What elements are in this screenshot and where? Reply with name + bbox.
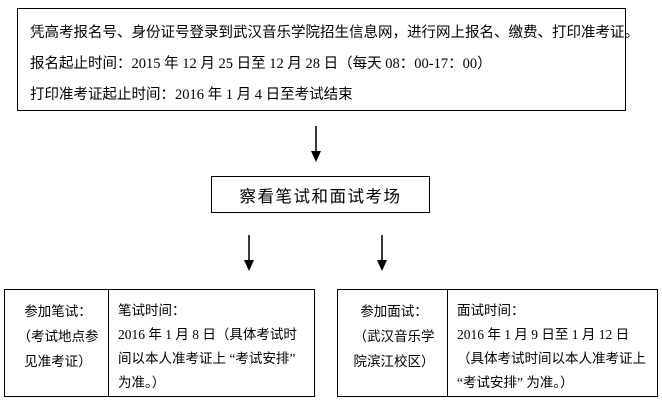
written-exam-location-cell: 参加笔试： （考试地点参 见准考证） [5,290,109,396]
written-exam-time-body: 2016 年 1 月 8 日（具体考试时间以本人准考证上 “考试安排” 为准。） [118,327,297,390]
check-exam-venue-label: 察看笔试和面试考场 [239,186,402,206]
intro-line-registration-period: 报名起止时间：2015 年 12 月 25 日至 12 月 28 日（每天 08… [30,56,492,72]
written-exam-time-cell: 笔试时间： 2016 年 1 月 8 日（具体考试时间以本人准考证上 “考试安排… [109,290,314,396]
interview-time-body: 2016 年 1 月 9 日至 1 月 12 日（具体考试时间以本人准考证上 “… [457,327,646,390]
check-exam-venue-box: 察看笔试和面试考场 [211,176,430,213]
interview-time-cell: 面试时间： 2016 年 1 月 9 日至 1 月 12 日（具体考试时间以本人… [448,290,657,396]
intro-line-admission-ticket-period: 打印准考证起止时间：2016 年 1 月 4 日至考试结束 [30,87,353,103]
written-exam-table: 参加笔试： （考试地点参 见准考证） 笔试时间： 2016 年 1 月 8 日（… [4,289,315,397]
arrow-shaft [315,126,317,151]
intro-line-registration-portal: 凭高考报名号、身份证号登录到武汉音乐学院招生信息网，进行网上报名、缴费、打印准考… [30,25,639,41]
down-arrow-icon-venue-to-written [243,235,255,271]
arrow-head [244,260,254,271]
interview-location-line-2: 院滨江校区） [353,354,435,369]
arrow-head [311,151,321,162]
interview-table: 参加面试： （武汉音乐学 院滨江校区） 面试时间： 2016 年 1 月 9 日… [337,289,658,397]
written-exam-location-line-2: 见准考证） [24,354,92,369]
arrow-head [377,260,387,271]
written-exam-location-line-1: （考试地点参 [17,329,99,344]
down-arrow-icon-intro-to-venue [310,126,322,162]
written-exam-title: 参加笔试： [24,304,92,319]
down-arrow-icon-venue-to-interview [376,235,388,271]
interview-time-title: 面试时间： [457,303,525,318]
interview-location-line-1: （武汉音乐学 [353,329,435,344]
written-exam-time-title: 笔试时间： [118,303,186,318]
arrow-shaft [248,235,250,260]
interview-title: 参加面试： [360,304,428,319]
interview-location-cell: 参加面试： （武汉音乐学 院滨江校区） [338,290,448,396]
arrow-shaft [381,235,383,260]
intro-instructions-box: 凭高考报名号、身份证号登录到武汉音乐学院招生信息网，进行网上报名、缴费、打印准考… [17,8,639,111]
